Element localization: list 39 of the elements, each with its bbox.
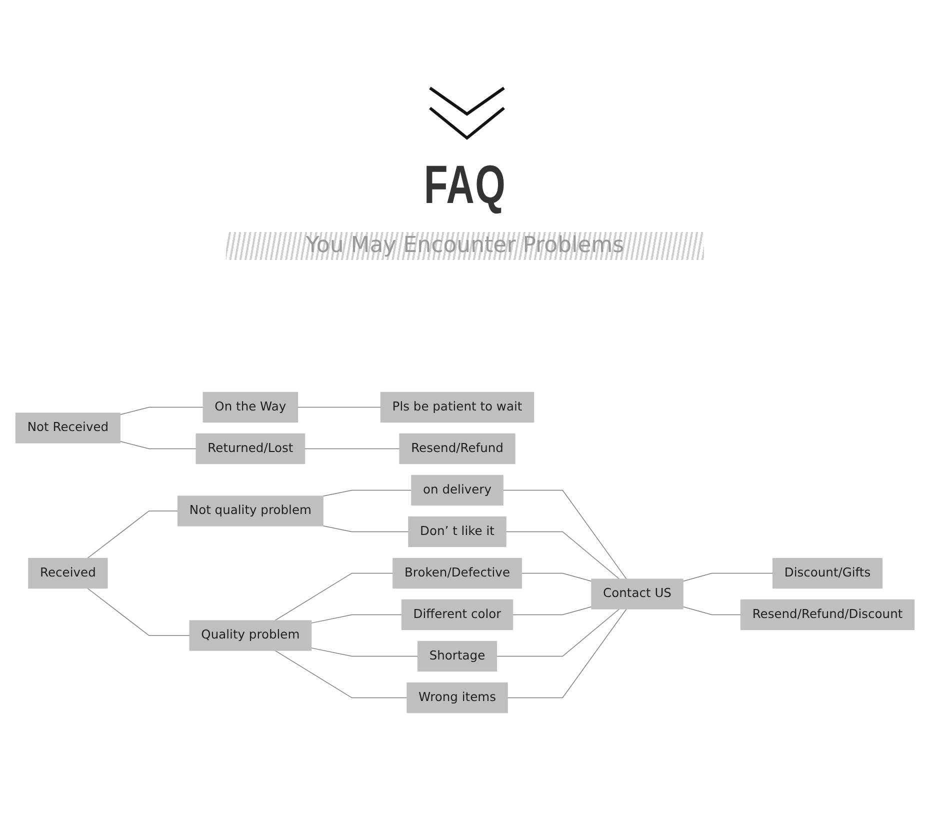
connector-line xyxy=(521,572,592,582)
connector-line xyxy=(274,650,408,698)
process-box: Quality problem xyxy=(189,620,312,651)
process-box: on delivery xyxy=(411,474,504,506)
connector-line xyxy=(120,406,204,415)
process-box: Discount/Gifts xyxy=(772,558,883,589)
process-box: Wrong items xyxy=(406,682,508,714)
process-box: Contact US xyxy=(591,578,684,610)
connector-line xyxy=(507,608,627,698)
connector-line xyxy=(310,648,418,657)
process-box: Resend/Refund/Discount xyxy=(740,599,915,630)
process-box: Broken/Defective xyxy=(392,558,522,589)
connector-line xyxy=(496,608,620,657)
connector-line xyxy=(682,572,774,582)
connector-line xyxy=(506,531,620,580)
connector-line xyxy=(304,448,400,450)
connector-line xyxy=(120,440,196,450)
process-box: Not quality problem xyxy=(178,496,324,526)
connector-line xyxy=(297,406,382,408)
connector-line xyxy=(512,606,592,616)
connector-line xyxy=(322,490,412,496)
process-box: Shortage xyxy=(417,640,498,672)
connector-line xyxy=(322,525,409,532)
process-box: Not Received xyxy=(15,412,120,444)
connector-line xyxy=(682,606,742,616)
connector-line xyxy=(87,588,190,636)
connector-line xyxy=(310,614,402,624)
process-box: On the Way xyxy=(202,392,298,423)
process-box: Resend/Refund xyxy=(399,433,516,464)
connector-line xyxy=(87,510,178,559)
process-box: Pls be patient to wait xyxy=(380,392,534,423)
process-box: Returned/Lost xyxy=(196,433,306,464)
process-box: Received xyxy=(28,558,108,589)
process-box: Don’ t like it xyxy=(408,516,506,548)
subtitle-banner: You May Encounter Problems xyxy=(226,232,704,260)
title: FAQ xyxy=(424,154,506,217)
connector-line xyxy=(502,490,627,580)
connector-line xyxy=(274,572,394,621)
process-box: Different color xyxy=(401,599,514,630)
